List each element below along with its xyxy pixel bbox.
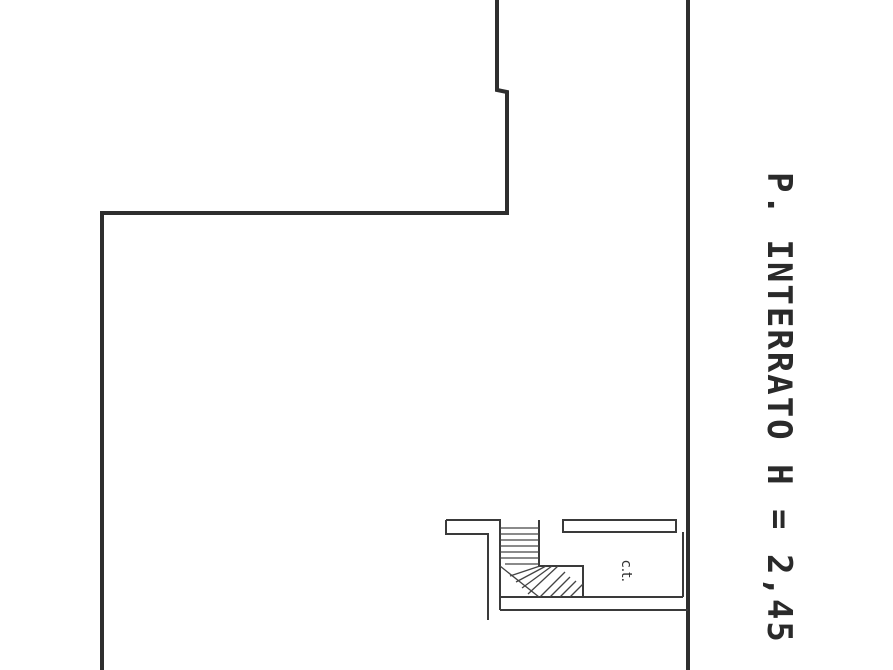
outer-walls (100, 0, 690, 670)
room-label: c.t. (618, 560, 634, 582)
stair-partition (538, 520, 584, 597)
wall-top-notch (495, 0, 509, 215)
technical-room (445, 519, 688, 620)
staircase (499, 527, 584, 598)
floor-caption: P. INTERRATO H = 2,45 (759, 172, 799, 644)
room-wall-stub-left-top (446, 519, 501, 610)
room-wall-top-right (562, 519, 677, 533)
room-wall-stub-left (445, 520, 489, 620)
